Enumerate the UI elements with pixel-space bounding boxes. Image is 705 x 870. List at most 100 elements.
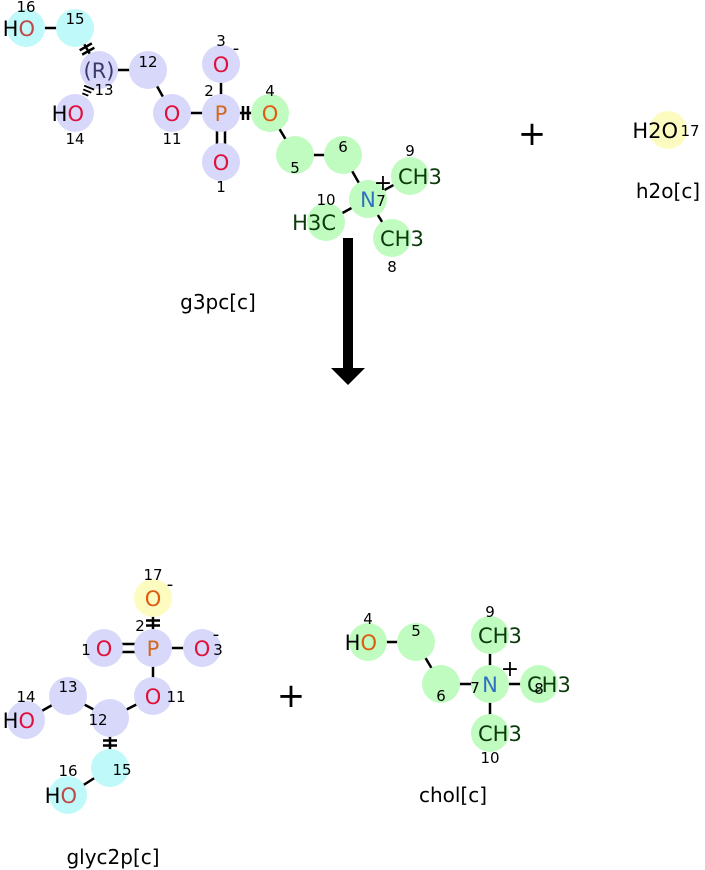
charge-sign: + xyxy=(374,171,392,196)
atom-number: 11 xyxy=(162,130,181,148)
atom-number: 1 xyxy=(81,641,91,659)
atom-number: 17 xyxy=(680,122,699,140)
atom-number: 3 xyxy=(216,32,226,50)
atom-label-g3pc-16: HO xyxy=(3,17,35,41)
atom-number: 2 xyxy=(135,617,145,635)
atom-highlight xyxy=(349,623,387,661)
atom-highlight xyxy=(471,714,509,752)
atom-highlight xyxy=(129,51,167,89)
charge-sign: - xyxy=(167,574,174,595)
atom-number: 12 xyxy=(88,711,107,729)
atom-number: 16 xyxy=(16,0,35,16)
atom-label-g3pc-9: CH3 xyxy=(398,165,442,189)
atom-number: 4 xyxy=(363,610,373,628)
atom-highlight xyxy=(422,665,460,703)
atom-number: 7 xyxy=(376,192,386,210)
atom-highlight xyxy=(307,203,345,241)
atom-label-glyc2p-2: P xyxy=(147,637,160,661)
atom-number: 14 xyxy=(65,130,84,148)
atom-highlight xyxy=(520,665,558,703)
charge-sign: - xyxy=(233,38,240,59)
atom-number: 2 xyxy=(204,82,214,100)
atom-highlight xyxy=(276,136,314,174)
atom-label-bg xyxy=(94,637,114,659)
atom-highlight xyxy=(91,699,129,737)
atom-highlight xyxy=(7,701,45,739)
atom-label-g3pc-2: P xyxy=(215,102,228,126)
atom-label-bg xyxy=(162,102,182,124)
atom-number: 13 xyxy=(94,81,113,99)
atom-number: 6 xyxy=(338,138,348,156)
atom-label-bg xyxy=(143,685,163,707)
atom-label-bg xyxy=(211,151,231,173)
charge-sign: + xyxy=(501,657,519,682)
atom-number: 13 xyxy=(58,678,77,696)
atom-label-glyc2p-17: O xyxy=(145,587,162,611)
atom-label-bg xyxy=(260,102,280,124)
atom-number: 9 xyxy=(485,603,495,621)
bond-break-mark xyxy=(79,42,93,52)
atom-label-glyc2p-1: O xyxy=(96,637,113,661)
atom-label-h2o-17: H2O xyxy=(632,119,678,143)
atom-highlight xyxy=(391,157,429,195)
atom-label-bg xyxy=(211,102,231,124)
product-plus-sign: + xyxy=(277,676,306,716)
atom-highlight xyxy=(91,749,129,787)
molecule-name-glyc2p: glyc2p[c] xyxy=(66,845,159,869)
atom-label-bg xyxy=(211,53,231,75)
highlight-layer xyxy=(7,9,687,814)
atom-number: 1 xyxy=(216,178,226,196)
atom-highlight xyxy=(80,51,118,89)
atom-label-g3pc-7: N xyxy=(360,188,376,212)
arrow-head xyxy=(331,368,365,385)
atom-label-bg xyxy=(480,673,500,695)
atom-highlight xyxy=(49,677,87,715)
atom-number: 5 xyxy=(290,159,300,177)
atom-number: 3 xyxy=(213,641,223,659)
atom-label-g3pc-10: H3C xyxy=(292,211,336,235)
atom-highlight xyxy=(7,9,45,47)
atom-highlight xyxy=(56,94,94,132)
atom-label-bg xyxy=(358,188,378,210)
atom-number: 16 xyxy=(58,762,77,780)
atom-number: 8 xyxy=(387,258,397,276)
atom-highlight xyxy=(649,111,687,149)
atom-highlight xyxy=(373,219,411,257)
atom-number: 5 xyxy=(411,622,421,640)
atom-number: 7 xyxy=(470,679,480,697)
atom-highlight xyxy=(471,616,509,654)
atom-label-g3pc-11: O xyxy=(164,102,181,126)
atom-highlight xyxy=(397,623,435,661)
atom-number: 8 xyxy=(534,680,544,698)
atom-label-g3pc-13: (R) xyxy=(84,59,115,83)
molecule-name-h2o: h2o[c] xyxy=(636,179,700,203)
atom-label-g3pc-3: O xyxy=(213,53,230,77)
atom-label-bg xyxy=(143,587,163,609)
hashed-wedge-bond xyxy=(83,84,95,91)
atom-number: 4 xyxy=(265,82,275,100)
molecule-name-g3pc: g3pc[c] xyxy=(180,290,256,314)
hashed-wedge-bond xyxy=(81,92,89,97)
atom-number: 14 xyxy=(16,688,35,706)
atom-label-chol-4: HO xyxy=(345,631,377,655)
atom-highlight xyxy=(56,9,94,47)
atom-number: 10 xyxy=(316,191,335,209)
atom-number: 12 xyxy=(138,53,157,71)
atom-label-g3pc-8: CH3 xyxy=(380,227,424,251)
atom-highlight xyxy=(49,776,87,814)
molecule-name-chol: chol[c] xyxy=(419,783,487,807)
atom-label-g3pc-1: O xyxy=(213,151,230,175)
atom-label-chol-9: CH3 xyxy=(478,624,522,648)
atom-label-glyc2p-11: O xyxy=(145,685,162,709)
reaction-arrow xyxy=(331,238,365,385)
atom-highlight xyxy=(324,136,362,174)
hashed-wedge-bond xyxy=(82,88,92,94)
atom-number: 9 xyxy=(405,142,415,160)
arrow-shaft xyxy=(343,238,353,370)
atom-label-g3pc-14: HO xyxy=(52,102,84,126)
atom-label-g3pc-4: O xyxy=(262,102,279,126)
atom-label-chol-8: CH3 xyxy=(527,673,571,697)
atom-number: 17 xyxy=(143,566,162,584)
